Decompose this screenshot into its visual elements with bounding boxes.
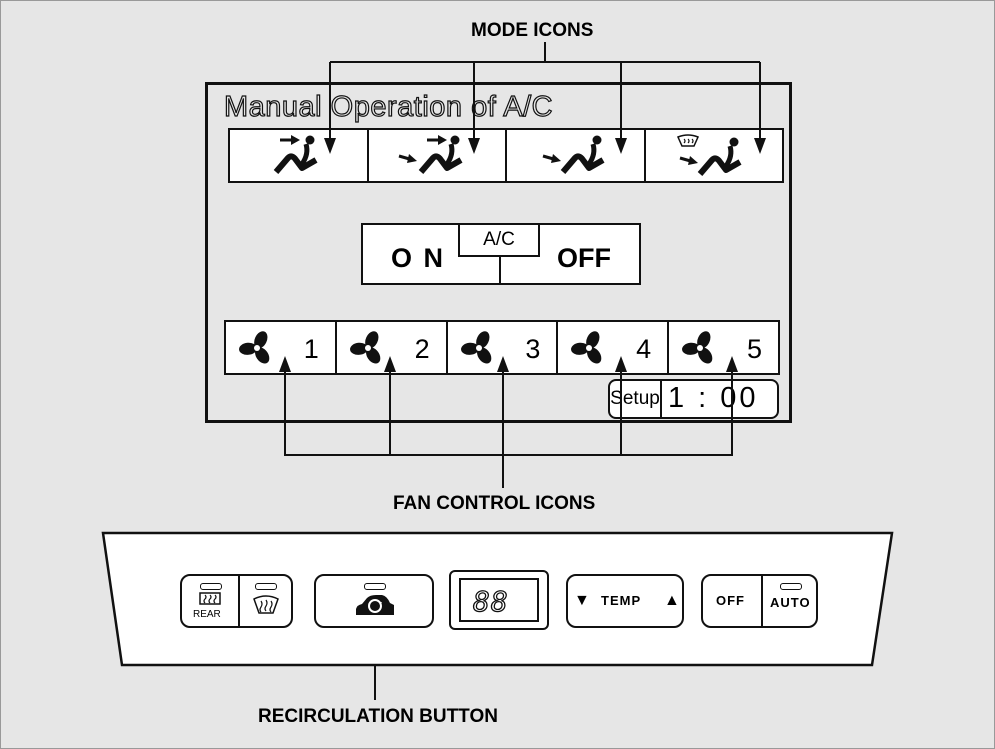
off-button[interactable]: OFF [703, 576, 763, 626]
recirculation-icon [356, 595, 394, 615]
page-title: Manual Operation of A/C [223, 90, 554, 123]
auto-button[interactable]: AUTO [763, 576, 816, 626]
rear-defrost-icon [199, 592, 221, 605]
rear-label: REAR [193, 609, 221, 620]
fan-icon [682, 331, 713, 364]
ac-divider [499, 257, 501, 285]
mode-button-floor[interactable] [507, 130, 646, 181]
indicator-light [255, 583, 277, 590]
fan-icon [349, 331, 381, 364]
fan-speed-label: 3 [525, 334, 541, 364]
mode-button-row [228, 128, 784, 183]
setup-clock-box: Setup 1 : 00 [608, 379, 779, 419]
fan-speed-label: 5 [746, 334, 762, 364]
bi-level-mode-icon [398, 135, 462, 174]
fan-icon [571, 331, 602, 364]
mode-button-floor-defrost[interactable] [646, 130, 783, 181]
ac-on-button[interactable]: O N [391, 243, 446, 273]
auto-label: AUTO [770, 595, 811, 610]
indicator-light [780, 583, 802, 590]
fan-speed-button-4[interactable]: 4 [558, 322, 670, 373]
setup-button[interactable]: Setup [610, 381, 662, 417]
temperature-display: 88 [459, 578, 539, 622]
front-defrost-icon [253, 595, 279, 614]
fan-control-icons-callout: FAN CONTROL ICONS [393, 493, 596, 514]
recirculation-button[interactable] [314, 574, 434, 628]
indicator-light [200, 583, 222, 590]
mode-icons-callout: MODE ICONS [471, 20, 594, 41]
temp-down-button[interactable]: ▼ [574, 592, 590, 609]
rear-defrost-button[interactable]: REAR [182, 576, 240, 626]
recirculation-button-callout: RECIRCULATION BUTTON [258, 706, 498, 727]
mode-button-vent[interactable] [230, 130, 369, 181]
fan-speed-button-2[interactable]: 2 [337, 322, 448, 373]
indicator-light [364, 583, 386, 590]
temp-label: TEMP [601, 593, 642, 608]
display-digits: 88 [472, 584, 509, 618]
off-auto-button-group: OFF AUTO [701, 574, 818, 628]
vent-mode-icon [273, 135, 318, 174]
fan-speed-label: 4 [636, 334, 652, 364]
defrost-button-group: REAR [180, 574, 293, 628]
clock-time: 1 : 00 [668, 382, 759, 414]
temperature-display-frame: 88 [449, 570, 549, 630]
ac-label-tab: A/C [458, 223, 540, 257]
ac-toggle: O N A/C OFF [361, 223, 641, 285]
fan-icon [460, 331, 491, 364]
fan-speed-button-1[interactable]: 1 [226, 322, 337, 373]
front-defrost-button[interactable] [240, 576, 291, 626]
fan-speed-label: 1 [303, 334, 319, 364]
fan-speed-button-5[interactable]: 5 [669, 322, 778, 373]
floor-mode-icon [542, 135, 605, 174]
fan-speed-label: 2 [414, 334, 430, 364]
floor-defrost-mode-icon [676, 134, 741, 176]
fan-icon [239, 331, 270, 364]
temp-up-button[interactable]: ▲ [664, 592, 680, 609]
off-label: OFF [716, 593, 745, 608]
temperature-control: ▼ TEMP ▲ [566, 574, 684, 628]
ac-off-button[interactable]: OFF [557, 243, 611, 273]
fan-speed-button-3[interactable]: 3 [448, 322, 559, 373]
ac-touchscreen: Manual Operation of A/C [205, 82, 792, 423]
mode-button-bi-level[interactable] [369, 130, 507, 181]
